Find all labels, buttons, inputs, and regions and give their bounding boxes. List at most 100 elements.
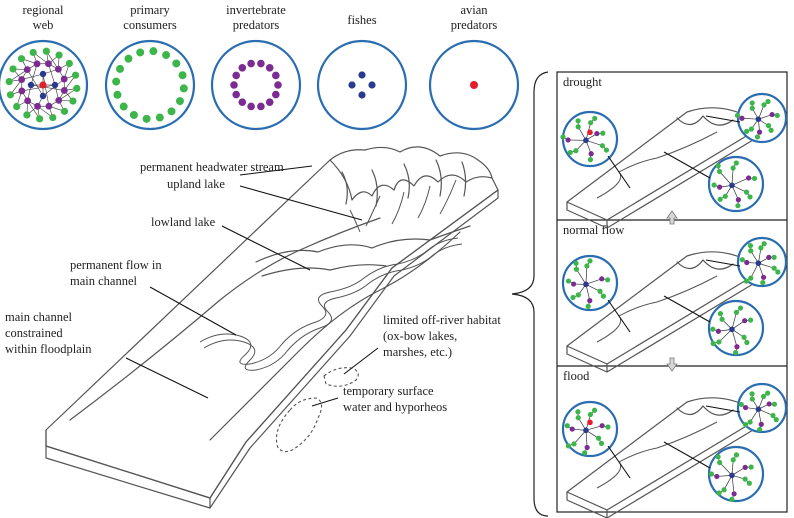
invertebrate-predator-node	[238, 98, 247, 107]
primary-consumer-node	[729, 496, 735, 502]
fish-node	[583, 281, 589, 288]
subweb-node	[595, 435, 602, 441]
invertebrate-predator-node	[45, 102, 53, 110]
panel-title-flood: flood	[563, 369, 590, 383]
primary-consumer-node	[737, 305, 744, 311]
primary-consumer-node	[567, 149, 573, 156]
primary-consumer-node	[747, 194, 753, 200]
invertebrate-predator-node	[232, 71, 240, 80]
primary-consumer-node	[717, 311, 724, 317]
invertebrate-predator-node	[265, 63, 274, 72]
avian-predators-label-2: predators	[451, 18, 498, 32]
subweb-node	[766, 254, 772, 260]
primary-consumer-node	[560, 134, 566, 140]
subweb-node	[766, 401, 772, 407]
fish-node	[729, 472, 735, 479]
panel-leader	[705, 405, 741, 413]
subweb-node	[742, 404, 749, 411]
leader-temporary	[311, 397, 339, 407]
primary-consumer-node	[738, 401, 744, 408]
primary-consumer-node	[743, 278, 749, 284]
subweb-link	[718, 329, 733, 343]
subweb-node	[599, 423, 605, 429]
primary-consumer-node	[771, 254, 777, 260]
invertebrate-predator-node	[257, 59, 265, 68]
subweb-link	[731, 475, 735, 494]
invertebrate-predators-label-1: invertebrate	[226, 3, 286, 17]
primary-consumer-node	[585, 303, 591, 309]
primary-consumer-node	[13, 102, 21, 111]
lowland-hills	[255, 225, 471, 263]
primary-consumer-node	[179, 84, 188, 93]
subweb-node	[717, 184, 723, 190]
subweb-node	[739, 115, 745, 121]
primary-consumer-node	[771, 401, 778, 407]
subweb-link	[573, 430, 587, 445]
regional-web-label-2: web	[33, 18, 54, 32]
mini-landscape-side	[566, 201, 608, 229]
fish-node	[39, 70, 47, 78]
subweb-node	[587, 297, 593, 304]
subweb-node	[748, 275, 754, 281]
fish-node	[583, 427, 589, 434]
subweb-node	[741, 334, 747, 340]
subweb-node	[748, 248, 754, 254]
primary-consumer-node	[129, 110, 138, 119]
invertebrate-predator-node	[23, 66, 31, 74]
primary-consumers-circle	[104, 39, 196, 131]
label-permanent-flow-2: main channel	[70, 274, 138, 288]
normal-flow-panel	[561, 236, 788, 373]
fishes-ring	[316, 39, 408, 131]
primary-consumer-node	[42, 47, 50, 55]
label-lowland-lake: lowland lake	[151, 215, 216, 229]
mini-hills	[676, 115, 734, 126]
subweb-link	[731, 312, 737, 330]
primary-consumer-node	[565, 278, 572, 284]
invertebrate-predator-node	[18, 76, 26, 83]
primary-consumer-node	[49, 113, 57, 122]
primary-consumer-node	[29, 48, 37, 57]
invertebrate-predator-node	[18, 87, 26, 95]
primary-consumer-node	[715, 454, 721, 460]
subweb-node	[597, 288, 603, 294]
fish-node	[39, 92, 47, 100]
subweb-node	[571, 281, 577, 287]
panel-leader	[663, 441, 711, 469]
subweb-node	[758, 245, 764, 251]
invertebrate-predator-node	[55, 96, 63, 104]
label-limited-habitat-2: (ox-bow lakes,	[383, 329, 457, 343]
panel-leader	[663, 151, 711, 179]
primary-consumer-node	[746, 480, 752, 486]
subweb-node	[742, 318, 748, 324]
invertebrate-predator-node	[265, 98, 274, 107]
subweb-link	[585, 430, 588, 448]
flood-panel	[561, 382, 788, 518]
fish-node	[348, 81, 356, 89]
primary-consumer-node	[5, 78, 13, 86]
subweb-link	[576, 269, 587, 285]
upland-hills	[329, 159, 493, 201]
primary-consumer-node	[149, 47, 158, 56]
top-row-webs: regional web primary consumers invertebr…	[0, 3, 520, 131]
subweb-link	[719, 462, 733, 476]
invertebrate-predator-node	[45, 60, 52, 68]
primary-consumer-node	[733, 452, 740, 458]
invertebrate-predator-node	[272, 71, 280, 80]
mini-hills	[676, 259, 734, 270]
primary-consumer-node	[155, 113, 164, 122]
primary-consumer-node	[69, 97, 77, 105]
subweb-link	[731, 168, 734, 186]
lowland-ridge	[261, 264, 387, 277]
panel-title-normal-flow: normal flow	[563, 223, 624, 237]
subweb-node	[730, 165, 736, 171]
web-link	[30, 84, 65, 91]
block-front-side	[45, 445, 211, 509]
fish-node	[755, 406, 762, 413]
primary-consumer-node	[9, 65, 17, 73]
hill-ridges	[341, 159, 467, 207]
primary-consumer-node	[760, 279, 766, 286]
subweb-link	[585, 140, 603, 147]
regional-web-label-1: regional	[23, 3, 64, 17]
primary-consumer-node	[36, 115, 44, 123]
label-limited-habitat-1: limited off-river habitat	[383, 313, 501, 327]
